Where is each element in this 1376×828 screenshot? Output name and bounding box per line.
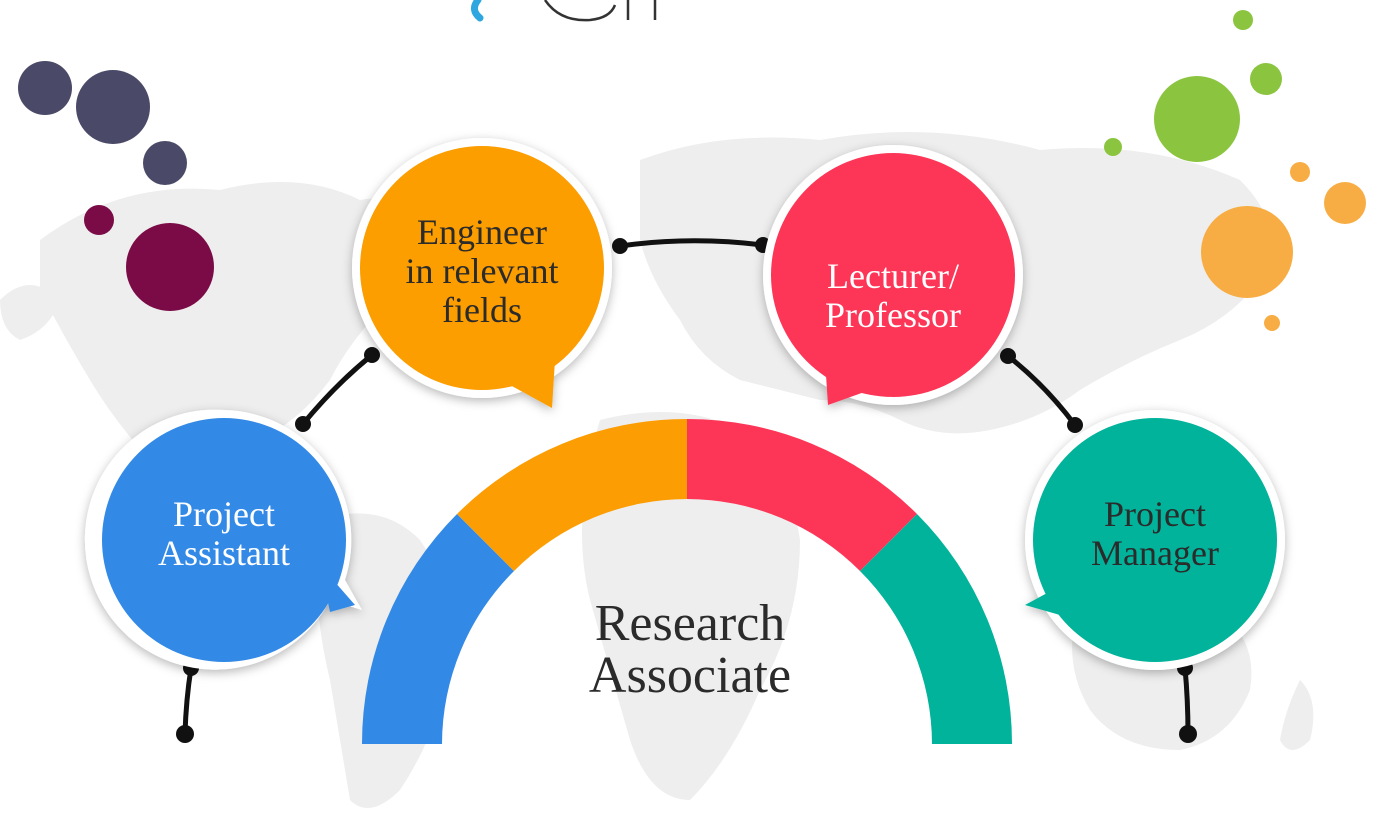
decor-dot	[143, 141, 187, 185]
connector-lecturer-manager	[1005, 353, 1078, 428]
decor-dot	[1154, 76, 1240, 162]
node-label-project-manager: Project Manager	[1091, 494, 1219, 573]
connector-engineer-lecturer	[617, 238, 766, 249]
decor-dot	[1290, 162, 1310, 182]
decor-dot	[1233, 10, 1253, 30]
connector-assistant-engineer	[300, 352, 375, 427]
decor-dot	[1250, 63, 1282, 95]
decor-dot	[1104, 138, 1122, 156]
bubble-engineer	[352, 138, 612, 408]
decor-dot	[84, 205, 114, 235]
decor-dot	[1324, 182, 1366, 224]
connector-dot	[176, 725, 194, 743]
center-arc	[361, 418, 1013, 744]
arc-segment-blue	[361, 514, 514, 744]
connector-assistant-down	[182, 665, 194, 737]
decor-dot	[1201, 206, 1293, 298]
bubble-lecturer	[763, 145, 1023, 405]
connector-dot	[1179, 725, 1197, 743]
connector-dot	[295, 416, 311, 432]
node-label-lecturer: Lecturer/ Professor	[825, 256, 961, 335]
dot-cluster-right	[1104, 10, 1366, 331]
bubble-project-assistant	[84, 409, 362, 670]
decor-dot	[76, 70, 150, 144]
connector-dot	[364, 347, 380, 363]
decor-dot	[126, 223, 214, 311]
dot-cluster-left	[18, 61, 214, 311]
center-label-research-associate: Research Associate	[588, 595, 792, 704]
node-label-engineer: Engineer in relevant fields	[405, 212, 559, 330]
decor-dot	[18, 61, 72, 115]
connector-dot	[612, 238, 628, 254]
node-label-project-assistant: Project Assistant	[157, 494, 290, 573]
connector-manager-down	[1182, 665, 1191, 737]
cropped-heading	[471, 0, 657, 22]
arc-segment-orange	[457, 418, 687, 571]
connector-dot	[1067, 417, 1083, 433]
bubble-project-manager	[1025, 410, 1285, 670]
arc-segment-teal	[860, 514, 1013, 744]
decor-dot	[1264, 315, 1280, 331]
connector-dot	[1000, 348, 1016, 364]
arc-segment-red	[687, 418, 917, 571]
